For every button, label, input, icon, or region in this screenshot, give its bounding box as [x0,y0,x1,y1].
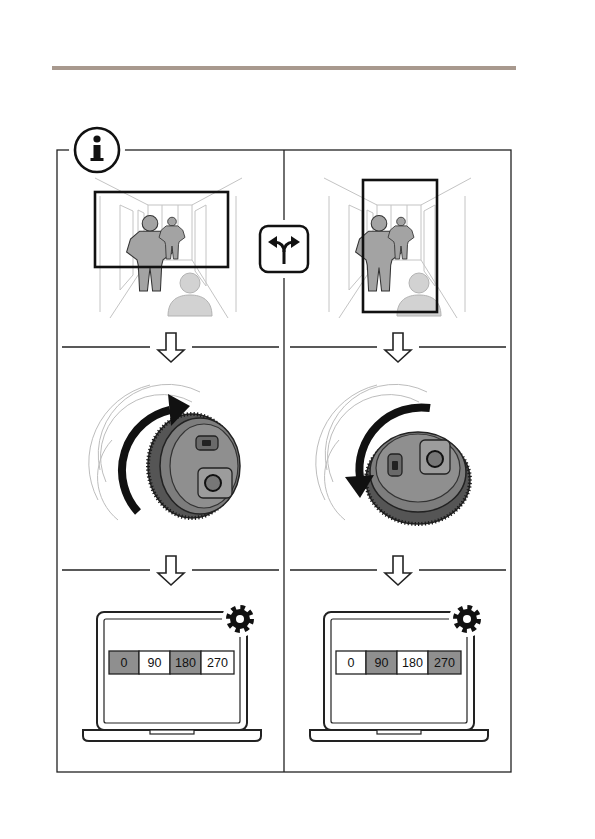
landscape-view [95,178,242,318]
step-arrow [385,333,411,362]
laptop [83,601,488,741]
alternative-icon [260,226,308,272]
table-cell-box [109,651,139,674]
housing-sketch [98,440,118,520]
info-icon [91,158,104,161]
table-cell: 270 [428,651,461,674]
housing-sketch [325,440,345,520]
lens-module [366,432,470,524]
frame [290,346,377,347]
rotation-table [109,651,461,674]
frame [192,346,279,347]
alternative-icon [254,220,314,278]
frame [57,150,511,772]
table-cell: 90 [366,651,397,674]
info-icon [94,145,101,160]
frame [62,346,150,347]
table-cell: 0 [109,651,139,674]
alternative-icon [268,236,277,248]
table-cell: 180 [397,651,428,674]
table-cell-box [170,651,201,674]
table-cell-box [336,651,366,674]
table-cell: 0 [336,651,366,674]
rotation-arrow [359,407,430,478]
lens-module [148,414,240,518]
table-cell-box [201,651,234,674]
rotation-arrow [122,394,430,512]
portrait-view [324,178,471,318]
step-arrow [158,556,184,585]
info-icon [69,122,125,178]
info-icon [93,135,100,142]
table-cell-box [397,651,428,674]
alternative-icon [291,236,300,248]
table-cell: 180 [170,651,201,674]
frame [192,569,279,570]
table-cell-box [428,651,461,674]
table-cell: 90 [139,651,170,674]
frame [419,569,506,570]
header-rule [52,66,516,70]
portrait-view [363,180,437,312]
portrait-view [324,178,471,318]
lens-module [148,414,470,524]
frame [419,346,506,347]
landscape-view [95,178,242,318]
frame [62,569,150,570]
laptop [83,601,261,741]
frame [57,150,511,772]
step-arrow [385,556,411,585]
alternative-icon [254,220,314,278]
rotation-arrow [345,475,374,498]
table-cell: 270 [201,651,234,674]
laptop [310,601,488,741]
table-cell-box [139,651,170,674]
frame [290,569,377,570]
info-icon [75,128,119,172]
landscape-view [95,192,228,267]
info-icon [69,122,125,178]
step-arrow [158,333,184,362]
rotation-arrow [122,410,170,512]
table-cell-box [366,651,397,674]
rotation-arrow [168,394,190,426]
